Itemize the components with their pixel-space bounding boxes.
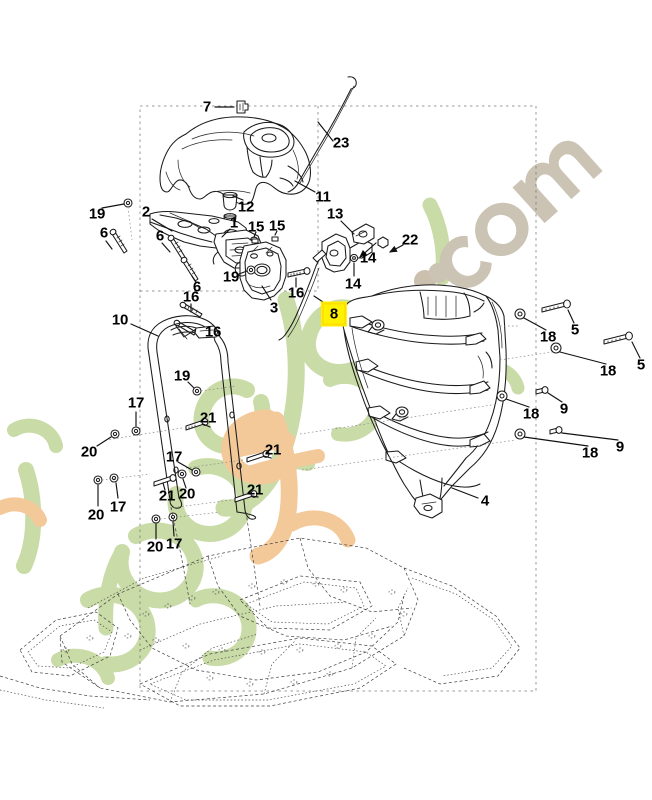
handle-bar-part-10 <box>147 315 257 520</box>
callout-label-20: 20 <box>80 443 98 461</box>
callout-label-19: 19 <box>173 367 191 385</box>
callout-label-12: 12 <box>237 198 255 216</box>
callout-label-18: 18 <box>581 444 599 462</box>
callout-line-3 <box>261 285 272 301</box>
callout-label-20: 20 <box>87 506 105 524</box>
hood-cover-part-4 <box>341 284 507 519</box>
chassis-phantom-outline <box>0 501 521 709</box>
callout-line-12 <box>232 195 244 201</box>
callout-line-4 <box>451 487 479 499</box>
callout-label-11: 11 <box>315 188 331 206</box>
callout-label-3: 3 <box>269 299 279 317</box>
callout-label-6: 6 <box>192 278 202 296</box>
bolt-part-21b <box>185 450 272 469</box>
bolt-part-16b <box>179 301 203 318</box>
fastener-set-row-2 <box>499 331 641 365</box>
callout-label-4: 4 <box>480 492 490 510</box>
washer-part-17b <box>109 473 119 499</box>
callout-label-21: 21 <box>246 481 264 499</box>
callout-label-21: 21 <box>264 441 282 459</box>
assembly-boundary-box <box>139 105 537 692</box>
callout-label-20: 20 <box>178 485 196 503</box>
washer-part-17c <box>177 461 201 477</box>
callout-label-13: 13 <box>326 205 344 223</box>
bolt-part-6b <box>161 234 186 260</box>
washer-part-20d <box>151 511 221 540</box>
bolt-part-21a <box>105 418 211 441</box>
washer-part-17a <box>131 411 141 436</box>
callout-label-9: 9 <box>559 400 569 418</box>
callout-label-18: 18 <box>539 328 557 346</box>
callout-line-23 <box>317 121 334 142</box>
fastener-part-15a <box>251 231 259 244</box>
callout-label-8-highlighted[interactable]: 8 <box>321 302 347 326</box>
callout-label-16: 16 <box>204 323 222 341</box>
callout-label-17: 17 <box>165 448 183 466</box>
fastener-part-15b <box>271 230 279 242</box>
callout-label-6: 6 <box>155 227 165 245</box>
callout-label-15: 15 <box>268 217 286 235</box>
callout-label-17: 17 <box>109 498 127 516</box>
nut-part-14a <box>359 236 389 258</box>
callout-label-7: 7 <box>202 98 212 116</box>
callout-label-6: 6 <box>99 224 109 242</box>
callout-label-2: 2 <box>141 203 151 221</box>
fastener-set-row-1 <box>496 299 575 331</box>
cover-mount-boss-2 <box>391 406 409 422</box>
callout-label-16: 16 <box>287 284 305 302</box>
nut-part-14b <box>349 253 359 277</box>
washer-part-19b <box>238 265 256 275</box>
callout-label-17: 17 <box>165 535 183 553</box>
link-bracket-part-13 <box>321 223 375 273</box>
bolt-part-21d <box>169 490 259 509</box>
bolt-part-21c <box>153 474 177 491</box>
callout-label-5: 5 <box>570 321 580 339</box>
callout-label-22: 22 <box>401 231 419 249</box>
callout-label-1: 1 <box>229 214 239 232</box>
callout-label-19: 19 <box>222 268 240 286</box>
rod-part-8 <box>278 249 327 341</box>
callout-label-14: 14 <box>344 275 362 293</box>
callout-label-9: 9 <box>615 438 625 456</box>
callout-label-15: 15 <box>247 218 265 236</box>
washer-part-17d <box>168 512 178 537</box>
fuel-tank-part-11 <box>159 116 311 205</box>
callout-label-5: 5 <box>636 356 646 374</box>
callout-line-11 <box>294 180 316 193</box>
callout-line-13 <box>340 220 355 235</box>
nut-part-22 <box>388 244 404 253</box>
callout-label-16: 16 <box>182 288 200 306</box>
callout-label-19: 19 <box>88 205 106 223</box>
bolt-part-6a <box>105 228 128 254</box>
cover-mount-boss-1 <box>367 319 385 335</box>
bolt-part-16a <box>287 267 311 288</box>
washer-part-19c <box>187 381 237 396</box>
washer-part-19a <box>101 198 133 241</box>
callout-label-23: 23 <box>332 134 350 152</box>
callout-label-18: 18 <box>522 405 540 423</box>
washer-part-20b <box>93 473 151 507</box>
dipstick-rod-part-23 <box>287 76 357 193</box>
callout-label-21: 21 <box>199 409 217 427</box>
fastener-set-row-3 <box>299 386 563 435</box>
callout-label-14: 14 <box>359 249 377 267</box>
callout-line-1 <box>221 228 231 238</box>
callout-label-21: 21 <box>158 487 176 505</box>
callout-label-20: 20 <box>146 538 164 556</box>
callout-label-10: 10 <box>111 311 129 329</box>
fuel-tank-cap-part-7 <box>236 100 249 114</box>
callout-label-17: 17 <box>127 394 145 412</box>
callout-line-2 <box>151 218 173 232</box>
callout-line-10 <box>130 323 159 337</box>
fastener-set-row-4 <box>301 426 619 471</box>
washer-part-20c <box>177 469 187 489</box>
washer-part-20a <box>96 429 120 447</box>
bolt-part-6c <box>180 256 199 283</box>
callout-label-18: 18 <box>599 362 617 380</box>
